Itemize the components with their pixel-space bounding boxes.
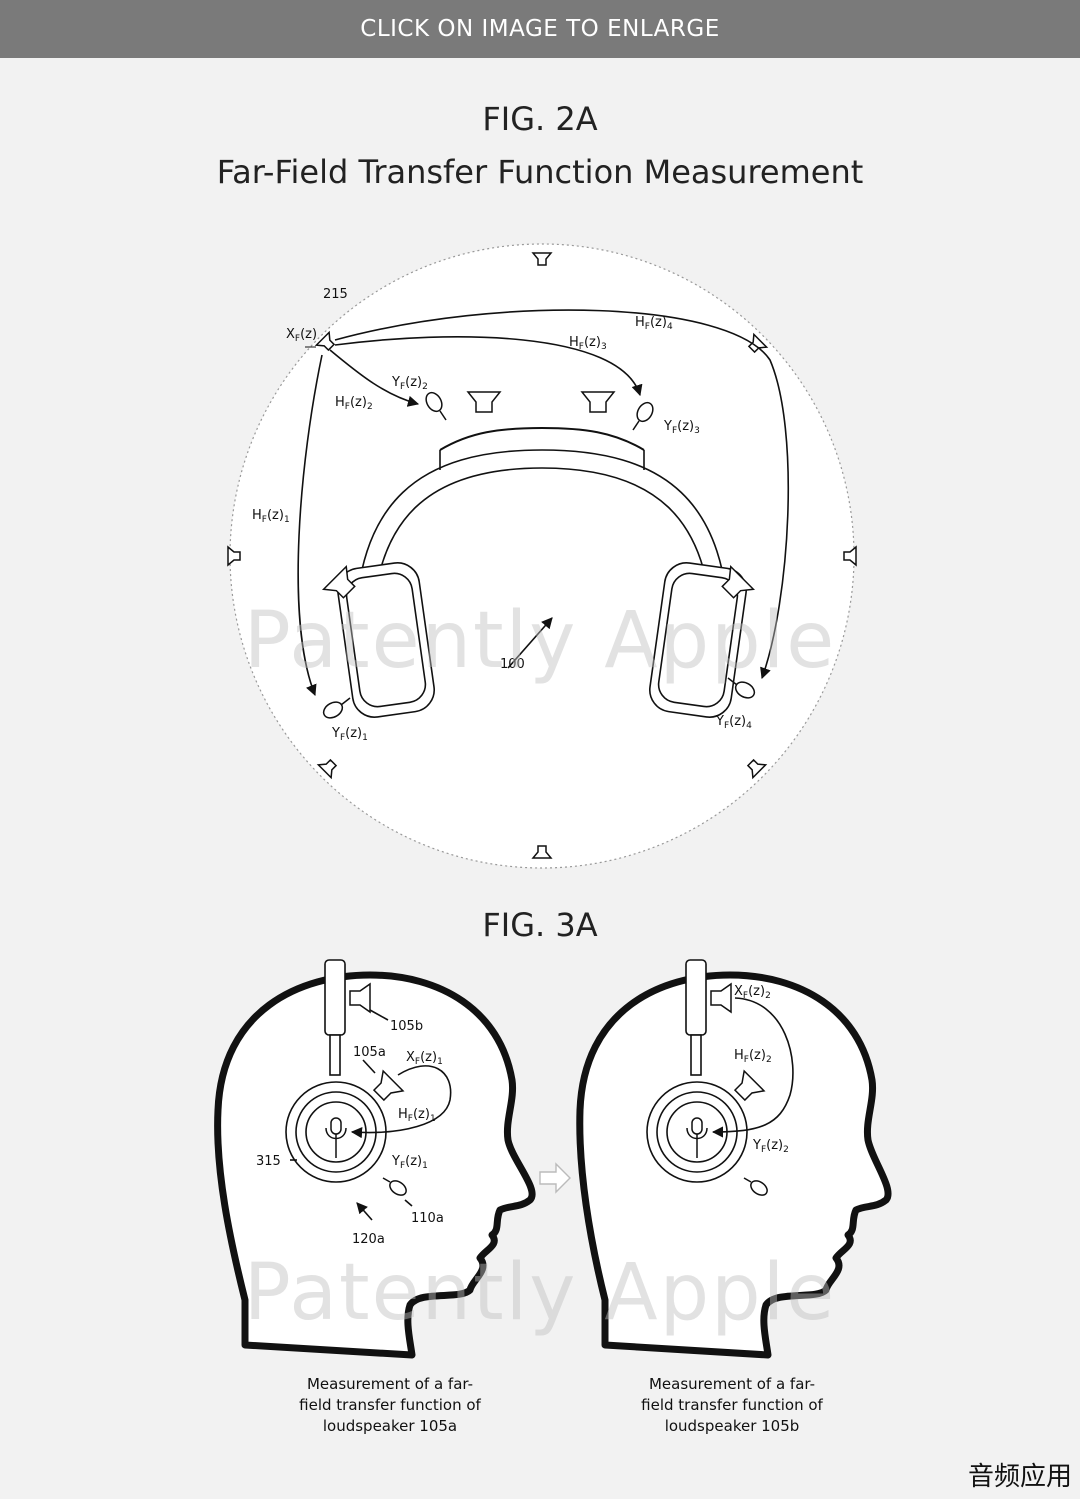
enlarge-banner[interactable]: CLICK ON IMAGE TO ENLARGE <box>0 0 1080 58</box>
ring-speaker-icon <box>747 332 769 354</box>
y-label-right: YF(z)2 <box>752 1138 789 1155</box>
x-label-right: XF(z)2 <box>734 984 771 1001</box>
mic-inner-icon-left <box>325 1117 347 1158</box>
caption-line: Measurement of a far- <box>306 1375 474 1393</box>
ring-speaker-icon <box>316 758 338 780</box>
ref-110a: 110a <box>411 1211 444 1226</box>
transition-arrow-icon <box>539 1162 571 1194</box>
ref-105a: 105a <box>353 1045 386 1060</box>
fig-3a-right-diagram <box>576 959 892 1359</box>
device-arrow <box>507 617 553 669</box>
enlarge-banner-text: CLICK ON IMAGE TO ENLARGE <box>360 16 720 42</box>
fig-2a-subtitle: Far-Field Transfer Function Measurement <box>216 153 864 191</box>
ring-speaker-icon <box>843 545 857 567</box>
caption-line: Measurement of a far- <box>648 1375 816 1393</box>
path-arrow-4 <box>334 309 790 680</box>
path-label-2: HF(z)2 <box>335 395 373 412</box>
source-label: XF(z) <box>286 327 317 344</box>
microphone-icon <box>727 677 756 699</box>
headphone-illustration <box>337 426 747 718</box>
x-label-left: XF(z)1 <box>406 1050 443 1067</box>
ref-100: 100 <box>500 657 525 672</box>
device-speaker-icon <box>580 391 616 413</box>
caption-line: field transfer function of <box>299 1396 481 1414</box>
caption-right: Measurement of a far- field transfer fun… <box>602 1374 862 1437</box>
mic-outer-icon-right <box>743 1177 768 1196</box>
ref-105b: 105b <box>390 1019 423 1034</box>
fig-3a-left-diagram <box>214 959 536 1359</box>
corner-mark: 音频应用 <box>967 1462 1072 1492</box>
y-label-left: YF(z)1 <box>391 1154 428 1171</box>
speaker-105b-icon <box>349 982 371 1014</box>
path-arrow-2 <box>329 349 420 407</box>
path-label-4: HF(z)4 <box>635 315 673 332</box>
ring-speaker-icon <box>746 758 768 780</box>
caption-line: loudspeaker 105a <box>322 1417 458 1435</box>
mic-label-2: YF(z)2 <box>391 375 428 392</box>
path-label-3: HF(z)3 <box>569 335 607 352</box>
caption-left: Measurement of a far- field transfer fun… <box>260 1374 520 1437</box>
path-arrow-3 <box>334 336 643 397</box>
ring-speaker-icon <box>531 845 553 859</box>
microphone-icon <box>322 697 351 719</box>
device-speaker-icon <box>321 564 356 599</box>
speaker-105b-icon <box>710 982 732 1014</box>
ring-speaker-icon <box>531 252 553 266</box>
microphone-icon <box>632 401 654 431</box>
mic-label-4: YF(z)4 <box>715 714 752 731</box>
speaker-105a-icon <box>733 1069 766 1102</box>
mic-label-1: YF(z)1 <box>331 726 368 743</box>
ref-315: 315 <box>256 1154 281 1169</box>
path-label-1: HF(z)1 <box>252 508 290 525</box>
fig-3a-label: FIG. 3A <box>482 906 598 944</box>
source-speaker-icon <box>314 330 336 352</box>
microphone-icon <box>425 391 447 421</box>
fig-2a-label: FIG. 2A <box>482 100 598 138</box>
head-silhouette-left <box>214 971 536 1359</box>
h-label-left: HF(z)1 <box>398 1107 436 1124</box>
path-arrow-1 <box>297 354 323 697</box>
ref-215: 215 <box>323 287 348 302</box>
speaker-105a-icon <box>372 1069 405 1102</box>
mic-inner-icon-right <box>686 1117 708 1158</box>
ref-120a: 120a <box>352 1232 385 1247</box>
device-speaker-icon <box>721 564 756 599</box>
mic-outer-icon-left <box>382 1177 407 1196</box>
caption-line: field transfer function of <box>641 1396 823 1414</box>
fig-2a-diagram <box>227 243 857 869</box>
h-label-right: HF(z)2 <box>734 1048 772 1065</box>
device-speaker-icon <box>466 391 502 413</box>
caption-line: loudspeaker 105b <box>664 1417 800 1435</box>
ring-speaker-icon <box>227 545 241 567</box>
mic-label-3: YF(z)3 <box>663 419 700 436</box>
